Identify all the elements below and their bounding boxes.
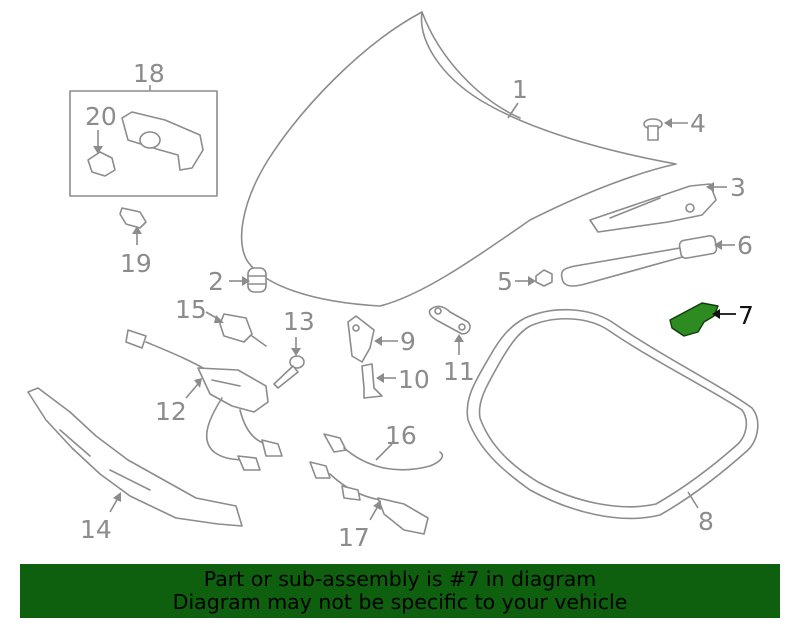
part-2-bumper[interactable] [247,267,267,293]
callout-15: 15 [175,295,207,324]
part-5-nut[interactable] [535,269,553,287]
part-10-clip[interactable] [361,363,383,399]
callout-9: 9 [400,327,416,356]
banner-line-2: Diagram may not be specific to your vehi… [172,590,628,614]
callout-16: 16 [385,421,417,450]
part-18-assembly-box[interactable] [69,90,218,197]
callout-7: 7 [738,301,754,330]
part-3-hinge[interactable] [589,183,717,233]
callout-19: 19 [120,249,152,278]
callout-18: 18 [133,59,165,88]
callout-5: 5 [497,267,513,296]
callout-6: 6 [737,231,753,260]
part-17-cable[interactable] [309,461,429,535]
part-6-strut[interactable] [560,235,718,287]
part-1-hood[interactable] [240,11,677,307]
callout-8: 8 [698,507,714,536]
part-12-latch[interactable] [125,329,283,471]
part-13-bolt[interactable] [273,355,305,389]
banner-line-1: Part or sub-assembly is #7 in diagram [203,567,597,591]
callout-1: 1 [512,75,528,104]
callout-12: 12 [155,397,187,426]
part-8-seal[interactable] [466,308,759,520]
parts-diagram: 1 18 20 19 4 3 6 5 [27,11,759,552]
callout-3: 3 [730,173,746,202]
callout-14: 14 [80,515,112,544]
callout-10: 10 [398,365,430,394]
part-7-highlighted[interactable] [669,302,719,337]
info-banner: Part or sub-assembly is #7 in diagram Di… [20,564,780,618]
part-15-switch[interactable] [219,313,267,347]
part-16-cable[interactable] [323,433,444,471]
callout-2: 2 [208,267,224,296]
part-19-bulb[interactable] [119,207,147,229]
part-14-cover[interactable] [27,387,243,527]
part-9-bracket[interactable] [347,315,375,363]
callout-20: 20 [85,102,117,131]
callout-17: 17 [338,523,370,552]
callout-11: 11 [443,357,475,386]
callout-13: 13 [283,307,315,336]
part-4-bolt[interactable] [643,118,663,141]
callout-4: 4 [690,109,706,138]
part-11-plate[interactable] [428,305,471,335]
